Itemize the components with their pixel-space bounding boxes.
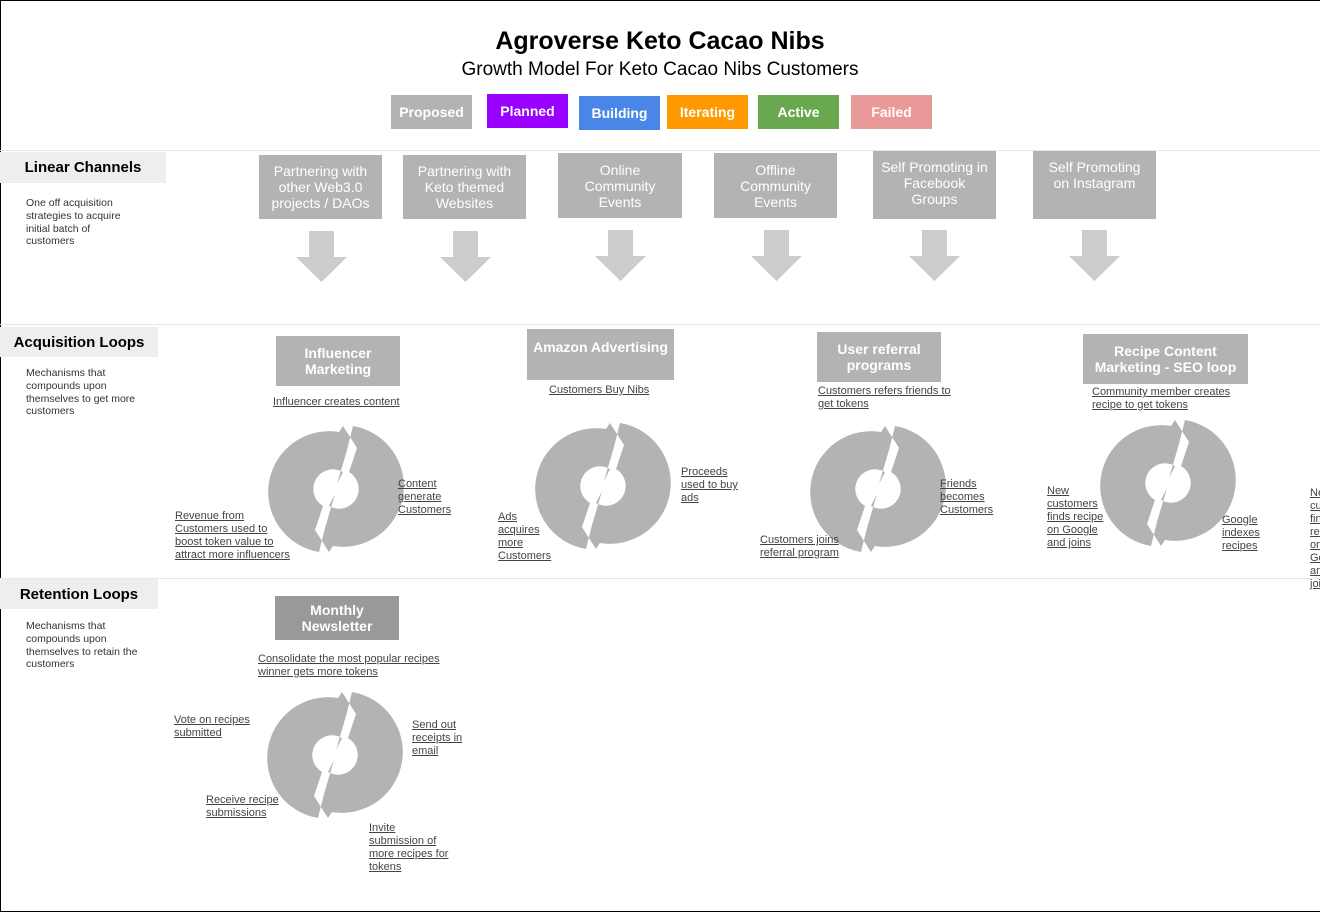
legend-planned: Planned	[487, 94, 568, 128]
loop-referral-step-left: Customers joins referral program	[760, 534, 839, 559]
legend-proposed: Proposed	[391, 95, 472, 129]
cycle-icon	[810, 426, 946, 552]
down-arrow-icon	[296, 231, 347, 282]
loop-recipe-seo: Recipe Content Marketing - SEO loop	[1083, 334, 1248, 384]
loop-amazon-step-right: Proceeds used to buy ads	[681, 466, 738, 504]
down-arrow-icon	[751, 230, 802, 281]
channel-offline-events: Offline Community Events	[714, 153, 837, 218]
channel-online-events: Online Community Events	[558, 153, 682, 218]
section-retention-title: Retention Loops	[0, 579, 158, 609]
separator-acquisition	[0, 324, 1320, 325]
down-arrow-icon	[595, 230, 646, 281]
separator-linear	[0, 150, 1320, 151]
section-retention-description: Mechanisms that compounds upon themselve…	[26, 620, 138, 671]
channel-instagram: Self Promoting on Instagram	[1033, 151, 1156, 219]
loop-newsletter-step-right: Send out receipts in email	[412, 719, 463, 757]
loop-influencer-step-left: Revenue from Customers used to boost tok…	[175, 510, 290, 561]
loop-offscreen-label: New customers finds recipe on Google and…	[1310, 487, 1320, 590]
loop-referral-step-top: Customers refers friends to get tokens	[818, 385, 951, 410]
legend-failed: Failed	[851, 95, 932, 129]
cycle-icon	[268, 426, 404, 552]
legend-building: Building	[579, 96, 660, 130]
loop-newsletter-step-bottom-right: Invite submission of more recipes for to…	[369, 822, 449, 873]
loop-seo-step-left: New customers finds recipe on Google and…	[1047, 485, 1104, 549]
section-linear-title: Linear Channels	[0, 152, 166, 183]
loop-seo-step-top: Community member creates recipe to get t…	[1092, 386, 1231, 411]
section-linear-description: One off acquisition strategies to acquir…	[26, 197, 121, 248]
channel-web3-partnering: Partnering with other Web3.0 projects / …	[259, 155, 382, 219]
loop-influencer-step-right: Content generate Customers	[398, 478, 452, 516]
loop-newsletter-step-left: Vote on recipes submitted	[174, 714, 250, 739]
legend-active: Active	[758, 95, 839, 129]
loop-monthly-newsletter: Monthly Newsletter	[275, 596, 399, 640]
down-arrow-icon	[909, 230, 960, 281]
loop-amazon-advertising: Amazon Advertising	[527, 329, 674, 380]
channel-facebook-groups: Self Promoting in Facebook Groups	[873, 151, 996, 219]
loop-newsletter-step-bottom-left: Receive recipe submissions	[206, 794, 279, 819]
page-title: Agroverse Keto Cacao Nibs	[495, 27, 825, 55]
separator-retention	[0, 578, 1320, 579]
down-arrow-icon	[440, 231, 491, 282]
loop-influencer-step-top: Influencer creates content	[273, 396, 400, 408]
section-acquisition-title: Acquisition Loops	[0, 327, 158, 357]
page-subtitle: Growth Model For Keto Cacao Nibs Custome…	[461, 59, 859, 80]
loop-user-referral: User referral programs	[817, 332, 941, 382]
loop-influencer-marketing: Influencer Marketing	[276, 336, 400, 386]
cycle-icon	[535, 423, 671, 549]
channel-keto-websites: Partnering with Keto themed Websites	[403, 155, 526, 219]
down-arrow-icon	[1069, 230, 1120, 281]
section-acquisition-description: Mechanisms that compounds upon themselve…	[26, 367, 136, 418]
loop-newsletter-step-top: Consolidate the most popular recipes win…	[258, 653, 440, 678]
loop-seo-step-right: Google indexes recipes	[1222, 514, 1260, 552]
loop-amazon-step-left: Ads acquires more Customers	[498, 511, 552, 562]
cycle-icon	[1100, 420, 1236, 546]
legend-iterating: Iterating	[667, 95, 748, 129]
loop-referral-step-right: Friends becomes Customers	[940, 478, 994, 516]
loop-amazon-step-top: Customers Buy Nibs	[549, 384, 650, 396]
cycle-icon	[267, 692, 403, 818]
